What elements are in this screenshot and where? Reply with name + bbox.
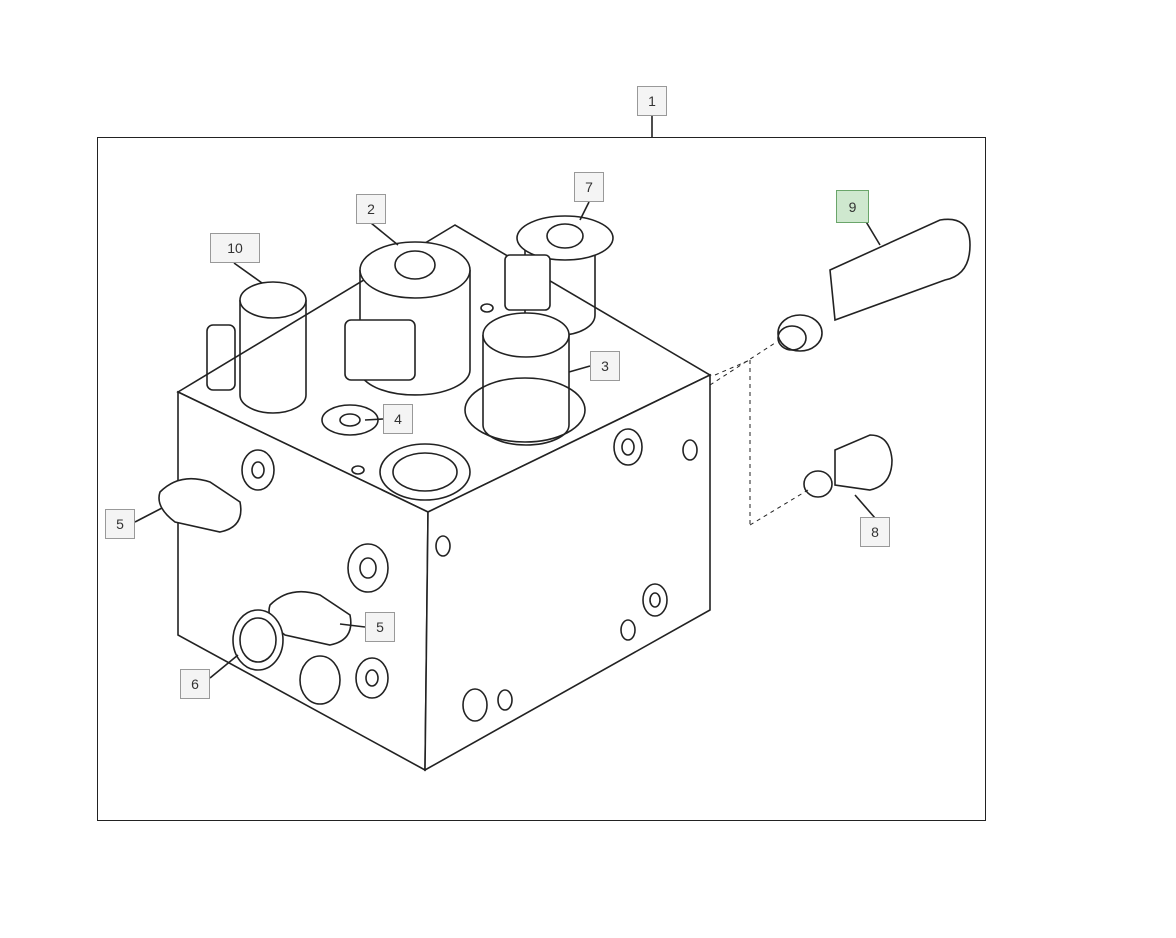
plug-6 bbox=[209, 609, 284, 679]
solenoid-valve-2 bbox=[344, 222, 471, 396]
callout-6[interactable]: 6 bbox=[180, 669, 210, 699]
leader-line-4 bbox=[364, 418, 384, 421]
callout-8[interactable]: 8 bbox=[860, 517, 890, 547]
solenoid-coil-10 bbox=[206, 262, 307, 414]
assembly-guide-lines bbox=[709, 342, 809, 526]
callout-10[interactable]: 10 bbox=[210, 233, 260, 263]
callout-9[interactable]: 9 bbox=[836, 190, 869, 223]
relief-valve-9 bbox=[777, 218, 971, 352]
callout-1[interactable]: 1 bbox=[637, 86, 667, 116]
solenoid-valve-7 bbox=[504, 201, 614, 336]
callout-5a[interactable]: 5 bbox=[105, 509, 135, 539]
callout-3[interactable]: 3 bbox=[590, 351, 620, 381]
assembly-frame bbox=[97, 137, 986, 821]
cartridge-valve-3 bbox=[464, 312, 591, 446]
callout-5b[interactable]: 5 bbox=[365, 612, 395, 642]
check-valve-8 bbox=[803, 434, 893, 519]
callout-2[interactable]: 2 bbox=[356, 194, 386, 224]
callout-7[interactable]: 7 bbox=[574, 172, 604, 202]
dust-cap-5a bbox=[134, 477, 242, 533]
hydraulic-valve-block bbox=[176, 224, 712, 772]
callout-4[interactable]: 4 bbox=[383, 404, 413, 434]
